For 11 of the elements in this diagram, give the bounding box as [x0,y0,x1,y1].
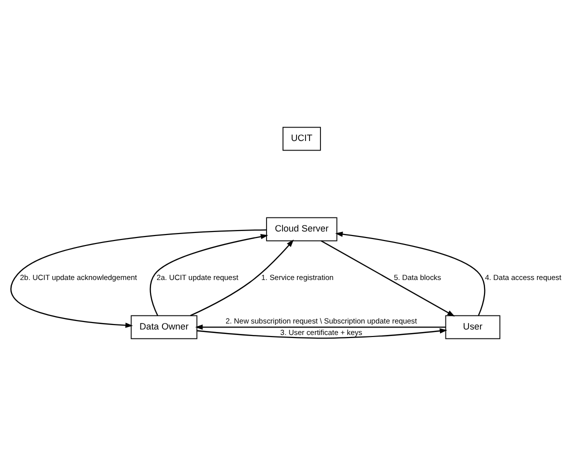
node-box: UCIT [282,126,321,151]
node-box: Data Owner [130,315,198,340]
arrow [197,328,448,339]
arrow [320,240,455,316]
node-box: Cloud Server [266,217,338,242]
arrow [190,240,294,316]
arrow [150,234,268,316]
node-box: User [445,315,500,340]
arrow [335,232,486,316]
arrow [195,324,446,330]
arrow [10,229,266,328]
